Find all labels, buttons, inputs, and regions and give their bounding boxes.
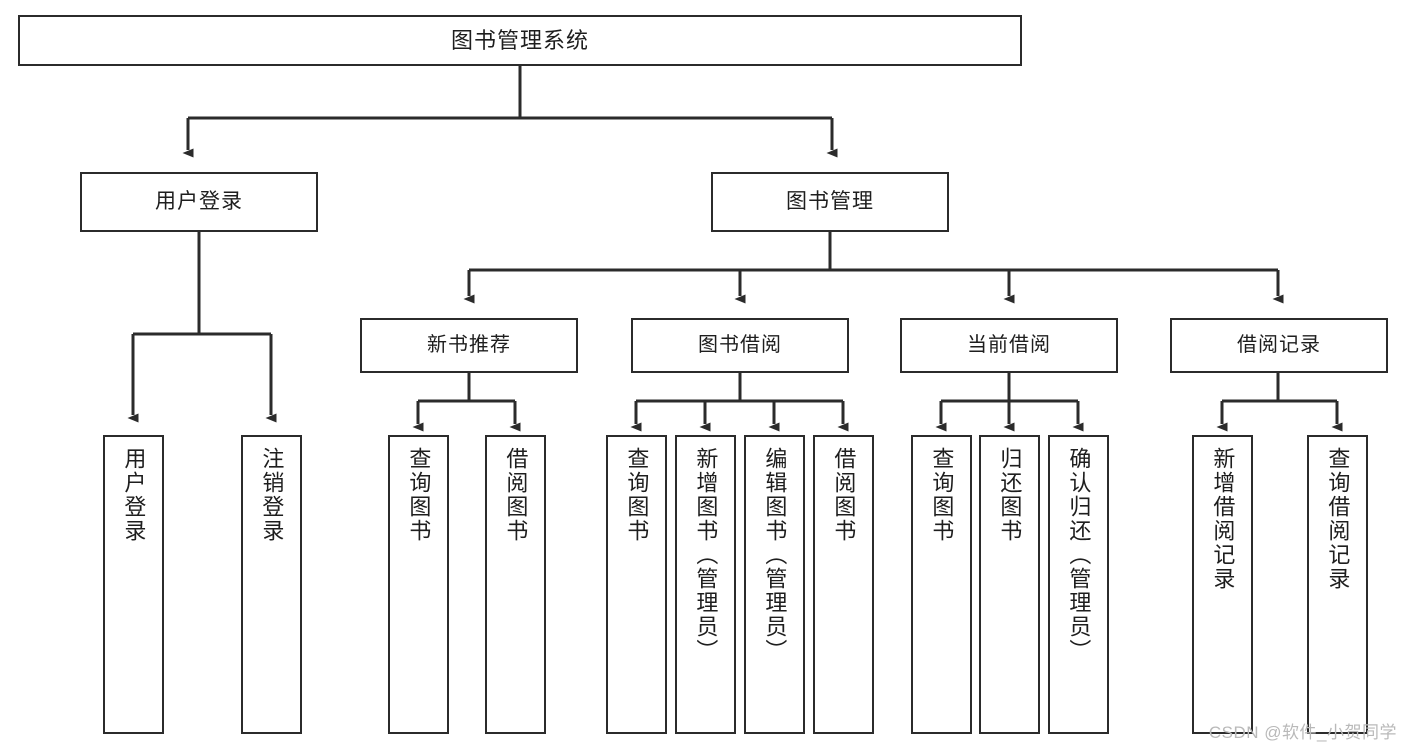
node-leaf-query-book-recommend[interactable]: 查询图书: [388, 435, 449, 734]
node-label: 用户登录: [121, 447, 147, 543]
node-leaf-add-book-admin[interactable]: 新增图书（管理员）: [675, 435, 736, 734]
node-borrow-record[interactable]: 借阅记录: [1170, 318, 1388, 373]
node-leaf-confirm-return-admin[interactable]: 确认归还（管理员）: [1048, 435, 1109, 734]
node-label: 图书管理系统: [450, 27, 589, 53]
node-label: 查询图书: [406, 447, 432, 543]
node-label: 新增图书（管理员）: [693, 447, 719, 663]
node-user-login[interactable]: 用户登录: [80, 172, 318, 232]
node-book-management[interactable]: 图书管理: [711, 172, 949, 232]
node-leaf-return-book[interactable]: 归还图书: [979, 435, 1040, 734]
node-book-borrow[interactable]: 图书借阅: [631, 318, 849, 373]
node-leaf-query-book-current[interactable]: 查询图书: [911, 435, 972, 734]
node-leaf-logout[interactable]: 注销登录: [241, 435, 302, 734]
node-root-system[interactable]: 图书管理系统: [18, 15, 1022, 66]
node-label: 确认归还（管理员）: [1066, 447, 1092, 663]
node-leaf-borrow-book-recommend[interactable]: 借阅图书: [485, 435, 546, 734]
node-new-book-recommend[interactable]: 新书推荐: [360, 318, 578, 373]
node-label: 新增借阅记录: [1210, 447, 1236, 591]
node-current-borrow[interactable]: 当前借阅: [900, 318, 1118, 373]
node-leaf-edit-book-admin[interactable]: 编辑图书（管理员）: [744, 435, 805, 734]
node-leaf-user-login[interactable]: 用户登录: [103, 435, 164, 734]
node-label: 归还图书: [997, 447, 1023, 543]
node-label: 图书管理: [786, 189, 874, 213]
node-label: 借阅图书: [503, 447, 529, 543]
node-leaf-add-borrow-record[interactable]: 新增借阅记录: [1192, 435, 1253, 734]
node-label: 当前借阅: [967, 334, 1051, 356]
node-label: 图书借阅: [698, 334, 782, 356]
node-label: 借阅图书: [831, 447, 857, 543]
node-leaf-query-book-borrow[interactable]: 查询图书: [606, 435, 667, 734]
node-label: 编辑图书（管理员）: [762, 447, 788, 663]
node-label: 注销登录: [259, 447, 285, 543]
node-leaf-query-borrow-record[interactable]: 查询借阅记录: [1307, 435, 1368, 734]
node-label: 新书推荐: [427, 334, 511, 356]
node-label: 借阅记录: [1237, 334, 1321, 356]
node-label: 查询图书: [929, 447, 955, 543]
watermark-text: CSDN @软件_小贺同学: [1208, 723, 1397, 742]
node-label: 查询借阅记录: [1325, 447, 1351, 591]
node-label: 用户登录: [155, 189, 243, 213]
node-leaf-borrow-book[interactable]: 借阅图书: [813, 435, 874, 734]
node-label: 查询图书: [624, 447, 650, 543]
